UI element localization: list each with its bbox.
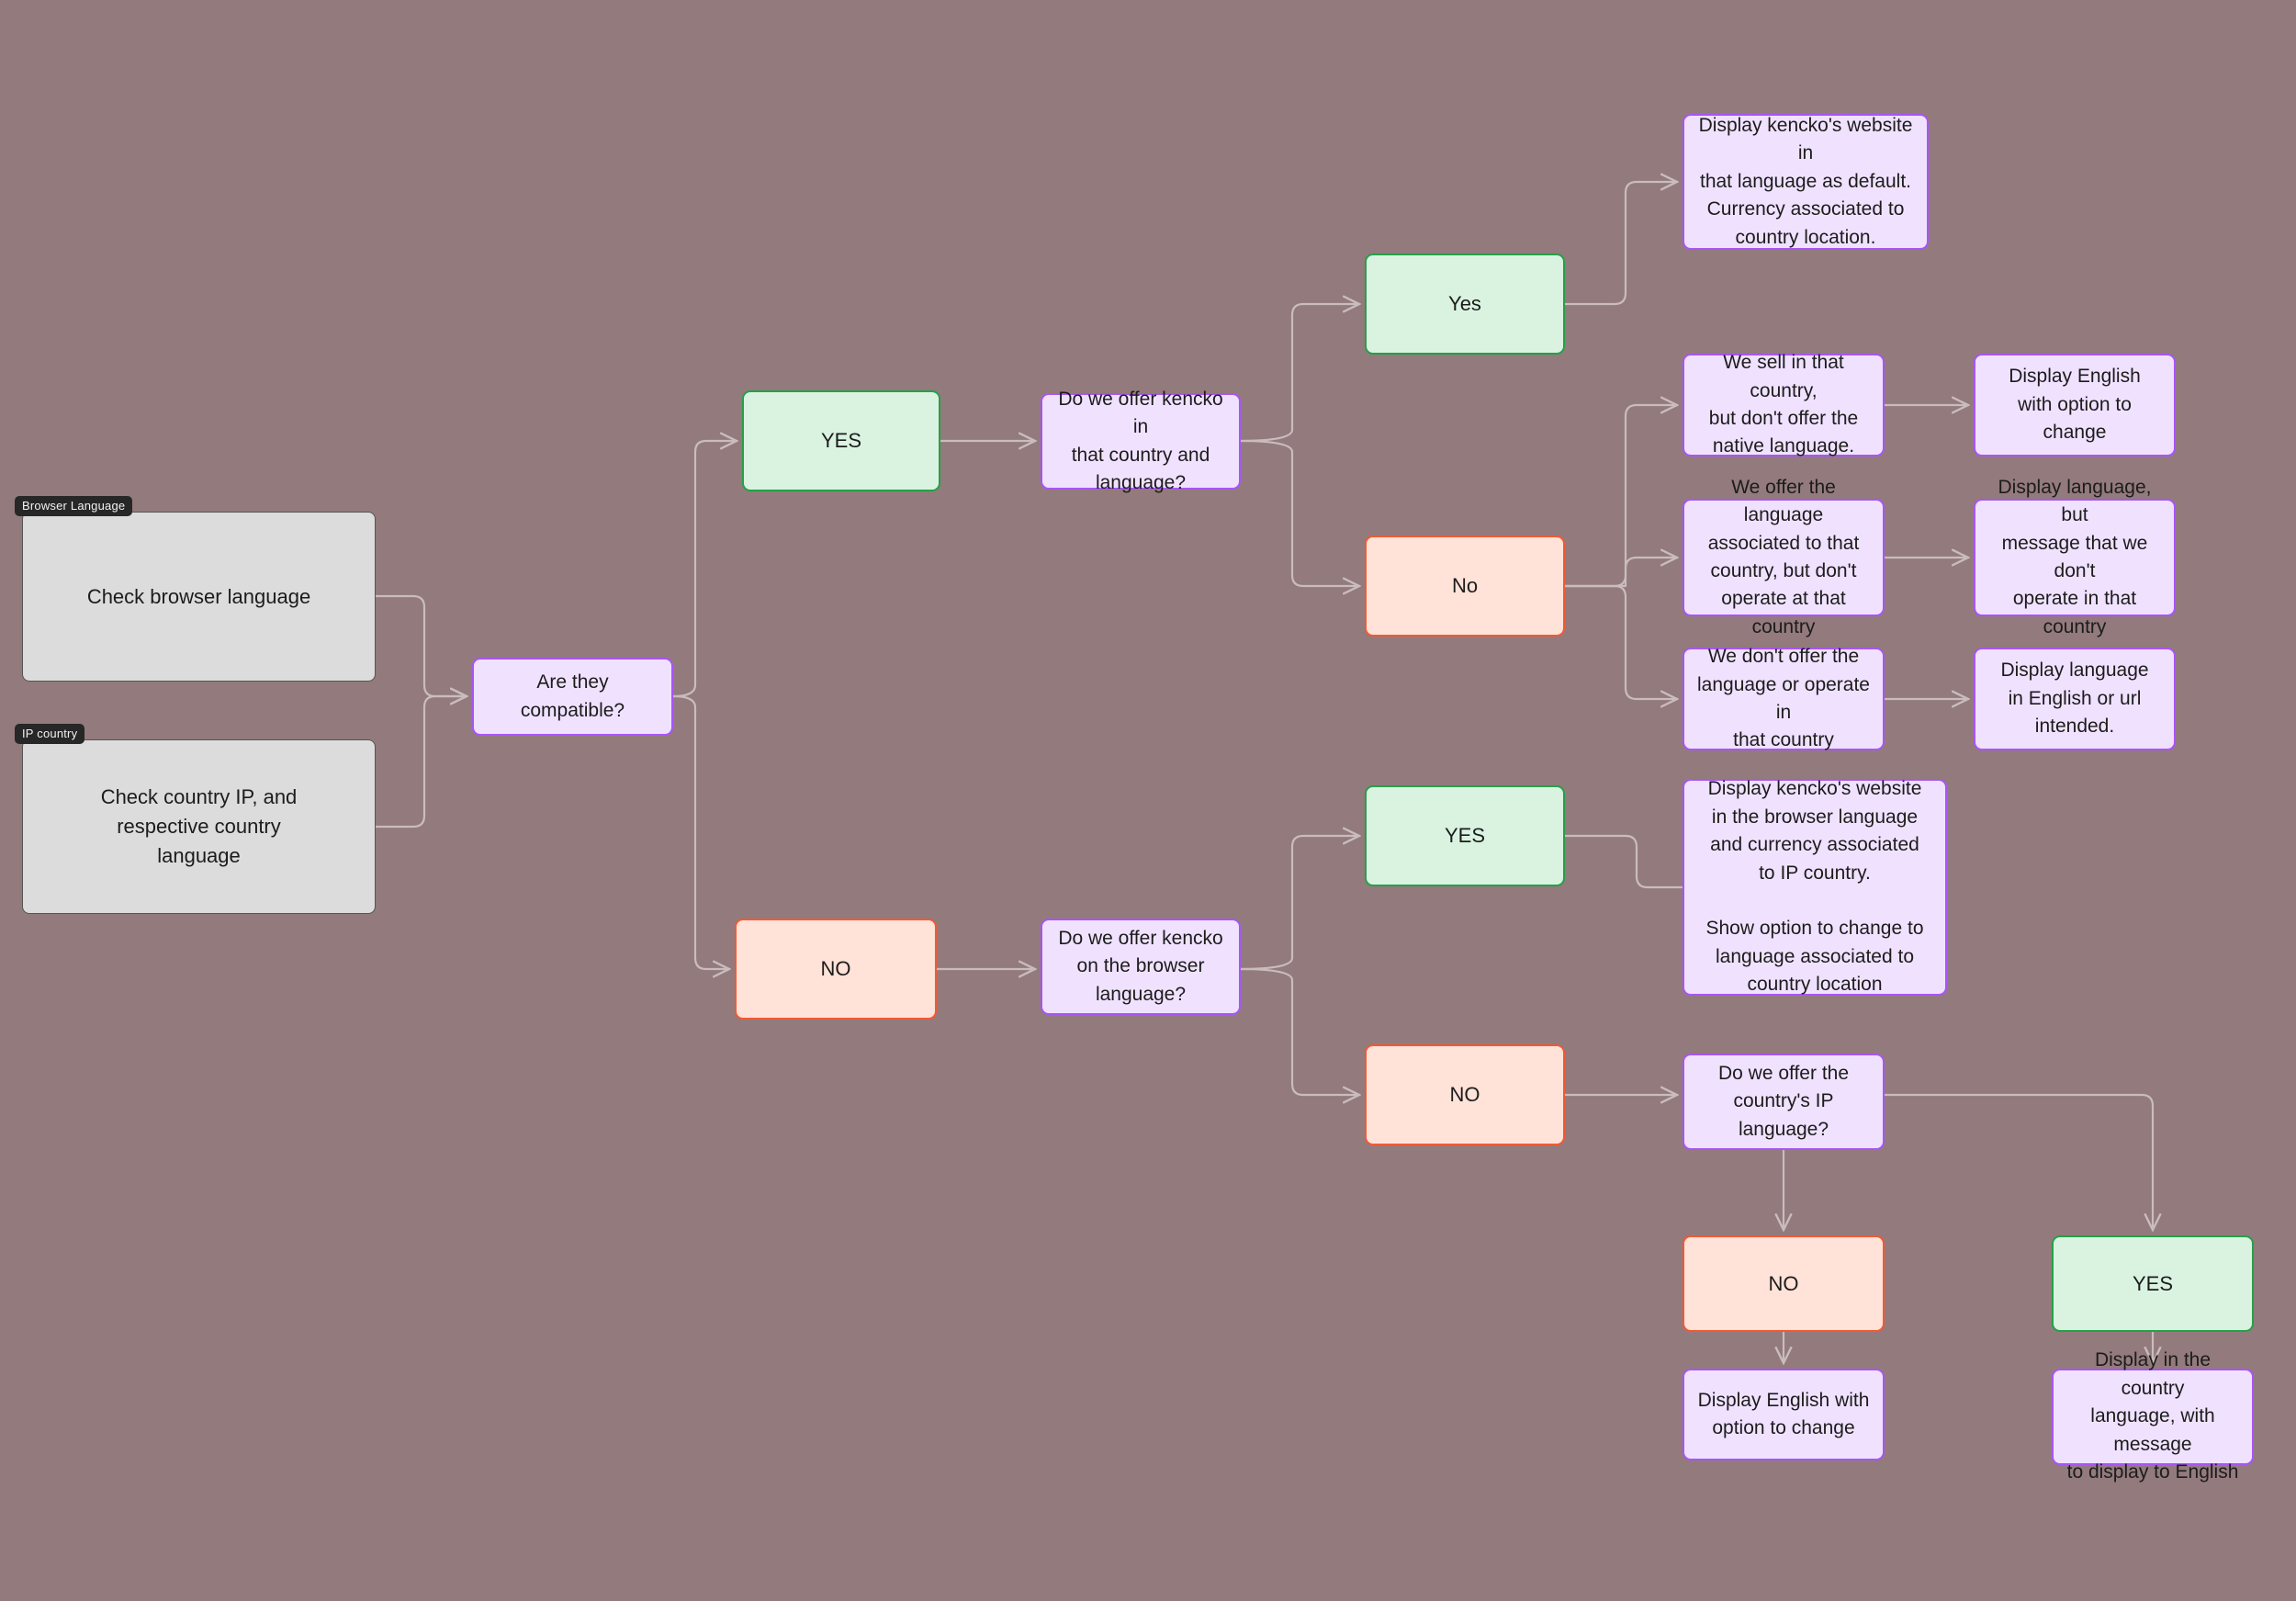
node-label: Check country IP, and respective country… [100, 785, 298, 867]
node-browser-lang-no[interactable]: NO [1365, 1044, 1565, 1145]
node-label: NO [1768, 1271, 1799, 1295]
node-ip-lang-no[interactable]: NO [1683, 1235, 1885, 1332]
edge-browser-to-compatible [374, 594, 467, 696]
node-check-browser-language[interactable]: Check browser language [22, 512, 376, 682]
node-label: Display language, but message that we do… [1998, 476, 2152, 637]
node-offer-language-no-operate[interactable]: We offer the language associated to that… [1683, 477, 1885, 637]
node-ip-lang-yes[interactable]: YES [2052, 1235, 2254, 1332]
node-label: YES [1444, 824, 1486, 848]
node-label: Display kencko's website in that languag… [1698, 114, 1913, 248]
node-label: We don't offer the language or operate i… [1697, 646, 1870, 751]
node-label: Do we offer kencko on the browser langua… [1058, 927, 1223, 1005]
node-offer-kencko-country-language[interactable]: Do we offer kencko in that country and l… [1041, 389, 1241, 493]
edge-offer-country-to-yes [1239, 304, 1359, 443]
edge-offer-country-to-no [1239, 439, 1359, 586]
edge-yes-to-display-default [1563, 182, 1677, 306]
node-display-country-language-message[interactable]: Display in the country language, with me… [2052, 1349, 2254, 1483]
node-display-language-english-url[interactable]: Display language in English or url inten… [1974, 648, 2176, 750]
node-compat-no[interactable]: NO [735, 919, 937, 1020]
node-display-english-option-change-2[interactable]: Display English with option to change [1683, 1369, 1885, 1460]
node-offer-kencko-browser-language[interactable]: Do we offer kencko on the browser langua… [1041, 919, 1241, 1015]
frame-label-browser-language: Browser Language [15, 496, 133, 516]
node-compat-yes[interactable]: YES [742, 390, 940, 491]
edge-offer-ip-to-yes [1883, 1093, 2153, 1230]
edge-ip-to-compatible [374, 696, 467, 829]
frame-label-ip-country: IP country [15, 724, 85, 744]
node-label: We sell in that country, but don't offer… [1708, 352, 1859, 457]
node-display-browser-language-currency[interactable]: Display kencko's website in the browser … [1683, 778, 1947, 996]
node-label: Are they compatible? [520, 671, 625, 721]
node-label: YES [2132, 1271, 2174, 1295]
node-label: NO [1449, 1083, 1480, 1107]
node-country-lang-no[interactable]: No [1365, 536, 1565, 637]
node-label: Display language in English or url inten… [2000, 660, 2149, 738]
node-label: Do we offer the country's IP language? [1717, 1062, 1850, 1140]
node-label: Do we offer kencko in that country and l… [1058, 388, 1223, 493]
node-display-default-language-currency[interactable]: Display kencko's website in that languag… [1683, 114, 1929, 250]
node-label: Check browser language [86, 584, 311, 608]
node-display-english-option-change-1[interactable]: Display English with option to change [1974, 354, 2176, 457]
node-label: NO [820, 957, 851, 981]
node-label: Display English with option to change [2009, 366, 2141, 444]
edge-no-to-offer-language-no-operate [1563, 558, 1677, 588]
node-no-language-no-operate[interactable]: We don't offer the language or operate i… [1683, 646, 1885, 750]
edge-offer-browser-to-yes [1239, 836, 1359, 971]
node-label: Yes [1448, 292, 1481, 316]
node-offer-country-ip-language[interactable]: Do we offer the country's IP language? [1683, 1054, 1885, 1150]
node-label: Display in the country language, with me… [2066, 1349, 2239, 1483]
edge-compatible-to-yes [671, 441, 737, 698]
node-country-lang-yes[interactable]: Yes [1365, 254, 1565, 355]
edge-offer-browser-to-no [1239, 967, 1359, 1095]
node-label: YES [820, 429, 862, 453]
edge-compatible-to-no [671, 694, 729, 969]
node-label: Display kencko's website in the browser … [1705, 778, 1924, 996]
node-sell-not-native-language[interactable]: We sell in that country, but don't offer… [1683, 352, 1885, 457]
edge-no-to-sell-not-native [1563, 405, 1677, 588]
node-check-country-ip[interactable]: Check country IP, and respective country… [22, 739, 376, 914]
node-label: We offer the language associated to that… [1707, 476, 1860, 637]
node-browser-lang-yes[interactable]: YES [1365, 785, 1565, 886]
node-label: No [1451, 574, 1479, 598]
node-label: Display English with option to change [1697, 1389, 1870, 1438]
edge-no-to-no-language-no-operate [1563, 584, 1677, 699]
node-display-language-not-operate[interactable]: Display language, but message that we do… [1974, 477, 2176, 637]
node-are-they-compatible[interactable]: Are they compatible? [472, 658, 673, 736]
